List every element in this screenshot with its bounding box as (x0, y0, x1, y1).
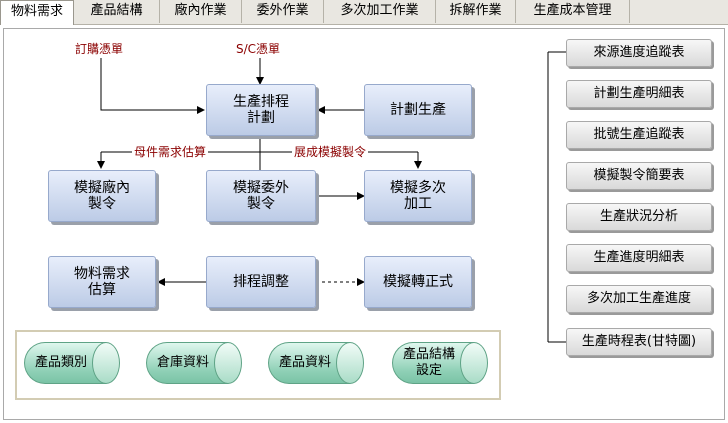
report-production-progress-detail[interactable]: 生產進度明細表 (566, 244, 712, 272)
report-plan-production-detail[interactable]: 計劃生產明細表 (566, 80, 712, 108)
parent-demand-estimate-label: 母件需求估算 (132, 145, 209, 159)
tab-product-structure[interactable]: 產品結構 (74, 0, 160, 23)
material-requirement-estimate-node[interactable]: 物料需求估算 (48, 256, 156, 308)
tab-multi-process-operations[interactable]: 多次加工作業 (324, 0, 436, 23)
tab-in-house-operations[interactable]: 廠內作業 (160, 0, 242, 23)
report-source-progress-tracking[interactable]: 來源進度追蹤表 (566, 39, 712, 67)
report-multi-process-progress[interactable]: 多次加工生產進度 (566, 285, 712, 313)
plan-production-node[interactable]: 計劃生產 (364, 84, 472, 136)
simulated-multi-process-node[interactable]: 模擬多次加工 (364, 170, 472, 222)
tab-production-cost-management[interactable]: 生產成本管理 (516, 0, 630, 23)
tab-outsource-operations[interactable]: 委外作業 (242, 0, 324, 23)
simulated-to-formal-node[interactable]: 模擬轉正式 (364, 256, 472, 308)
module-tab-bar: 物料需求 產品結構 廠內作業 委外作業 多次加工作業 拆解作業 生產成本管理 (0, 0, 728, 25)
report-production-status-analysis[interactable]: 生產狀況分析 (566, 203, 712, 231)
report-batch-production-tracking[interactable]: 批號生產追蹤表 (566, 121, 712, 149)
schedule-adjust-node[interactable]: 排程調整 (206, 256, 316, 308)
master-data-group (15, 330, 501, 400)
product-category-db[interactable]: 產品類別 (24, 342, 120, 384)
simulated-outsource-order-node[interactable]: 模擬委外製令 (206, 170, 316, 222)
product-data-db[interactable]: 產品資料 (268, 342, 364, 384)
report-production-gantt-chart[interactable]: 生產時程表(甘特圖) (566, 328, 712, 356)
input-sc-order-label: S/C憑單 (236, 42, 281, 56)
tab-disassembly-operations[interactable]: 拆解作業 (436, 0, 516, 23)
tab-material-requirements[interactable]: 物料需求 (0, 0, 74, 25)
report-simulated-order-summary[interactable]: 模擬製令簡要表 (566, 162, 712, 190)
simulated-in-house-order-node[interactable]: 模擬廠內製令 (48, 170, 156, 222)
input-purchase-order-label: 訂購憑單 (75, 42, 124, 56)
product-structure-setting-db[interactable]: 產品結構設定 (392, 342, 488, 384)
expand-simulated-order-label: 展成模擬製令 (292, 145, 369, 159)
warehouse-data-db[interactable]: 倉庫資料 (146, 342, 242, 384)
production-schedule-plan-node[interactable]: 生產排程計劃 (206, 84, 316, 136)
